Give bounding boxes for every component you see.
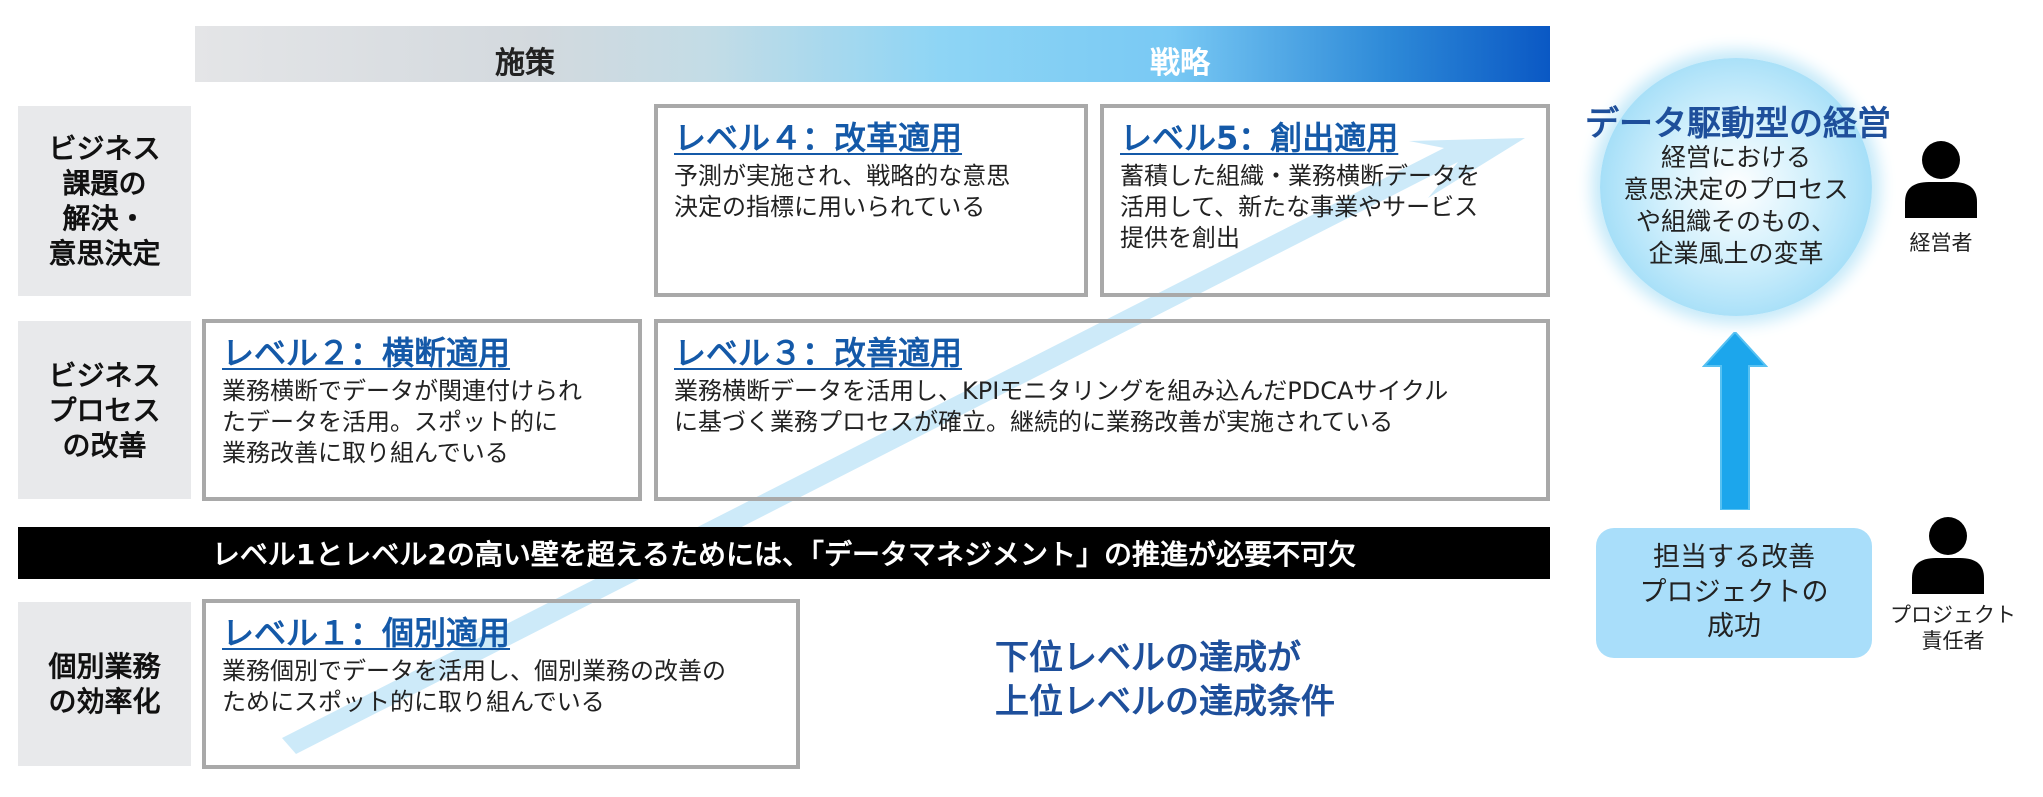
level-5-title: レベル5：創出適用 [1120,119,1399,157]
achievement-condition-note: 下位レベルの達成が 上位レベルの達成条件 [995,638,1335,722]
level-5-desc: 蓄積した組織・業務横断データを 活用して、新たな事業やサービス 提供を創出 [1120,161,1480,253]
level-2-desc: 業務横断でデータが関連付けられ たデータを活用。スポット的に 業務改善に取り組ん… [222,376,582,468]
row-label-decision: ビジネス 課題の 解決・ 意思決定 [18,106,191,296]
level-2-box: レベル２：横断適用 業務横断でデータが関連付けられ たデータを活用。スポット的に… [202,319,642,501]
up-arrow-icon [1702,332,1768,510]
level-3-desc: 業務横断データを活用し、KPIモニタリングを組み込んだPDCAサイクル に基づく… [674,376,1449,436]
level-4-desc: 予測が実施され、戦略的な意思 決定の指標に用いられている [674,161,1011,221]
level-1-title: レベル１：個別適用 [222,614,511,652]
level-3-box: レベル３：改善適用 業務横断データを活用し、KPIモニタリングを組み込んだPDC… [654,319,1550,501]
bar-label-right: 戦略 [1150,46,1210,81]
level-2-title: レベル２：横断適用 [222,334,511,372]
project-success-box: 担当する改善 プロジェクトの 成功 [1596,528,1872,658]
data-driven-management-circle [1600,58,1872,316]
strategy-gradient-bar: 施策 戦略 [195,26,1550,82]
level-3-title: レベル３：改善適用 [674,334,963,372]
goal-description: 経営における 意思決定のプロセス や組織そのもの、 企業風土の変革 [1623,143,1849,268]
project-lead-person-icon [1912,517,1984,594]
executive-person-icon [1905,141,1977,218]
goal-title: データ駆動型の経営 [1585,104,1891,144]
executive-label: 経営者 [1909,231,1973,255]
project-lead-label: プロジェクト 責任者 [1890,603,2016,654]
level-1-box: レベル１：個別適用 業務個別でデータを活用し、個別業務の改善の ためにスポット的… [202,599,800,769]
bar-label-left: 施策 [495,46,555,81]
level-4-box: レベル４：改革適用 予測が実施され、戦略的な意思 決定の指標に用いられている [654,104,1088,297]
level-1-desc: 業務個別でデータを活用し、個別業務の改善の ためにスポット的に取り組んでいる [222,656,726,716]
level-4-title: レベル４：改革適用 [674,119,963,157]
data-management-banner: レベル1とレベル2の高い壁を超えるためには、「データマネジメント」の推進が必要不… [18,527,1550,579]
row-label-efficiency: 個別業務 の効率化 [18,602,191,766]
level-5-box: レベル5：創出適用 蓄積した組織・業務横断データを 活用して、新たな事業やサービ… [1100,104,1550,297]
row-label-process: ビジネス プロセス の改善 [18,321,191,499]
